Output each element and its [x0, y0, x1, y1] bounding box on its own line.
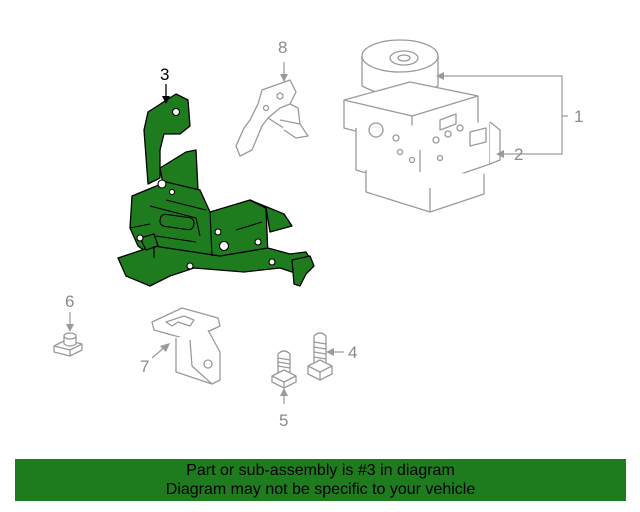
- callout-1: 1: [574, 107, 583, 126]
- callout-4: 4: [348, 343, 357, 362]
- part-5-bolt[interactable]: [271, 350, 297, 389]
- part-6-nut[interactable]: [53, 332, 83, 357]
- part-4-bolt[interactable]: [307, 332, 333, 381]
- info-banner: Part or sub-assembly is #3 in diagram Di…: [15, 459, 626, 501]
- part-1-abs-modulator[interactable]: [343, 39, 501, 213]
- callout-2: 2: [514, 145, 523, 164]
- callout-3: 3: [160, 65, 169, 84]
- callout-8: 8: [278, 38, 287, 57]
- banner-line-1: Part or sub-assembly is #3 in diagram: [186, 462, 455, 479]
- part-3-details: [129, 199, 263, 258]
- part-3-holes: [136, 107, 276, 270]
- callout-5: 5: [279, 411, 288, 430]
- banner-line-2: Diagram may not be specific to your vehi…: [165, 481, 476, 498]
- callout-7: 7: [140, 357, 149, 376]
- callout-6: 6: [65, 292, 74, 311]
- part-7-bracket[interactable]: [151, 307, 221, 385]
- part-8-bracket[interactable]: [235, 79, 309, 157]
